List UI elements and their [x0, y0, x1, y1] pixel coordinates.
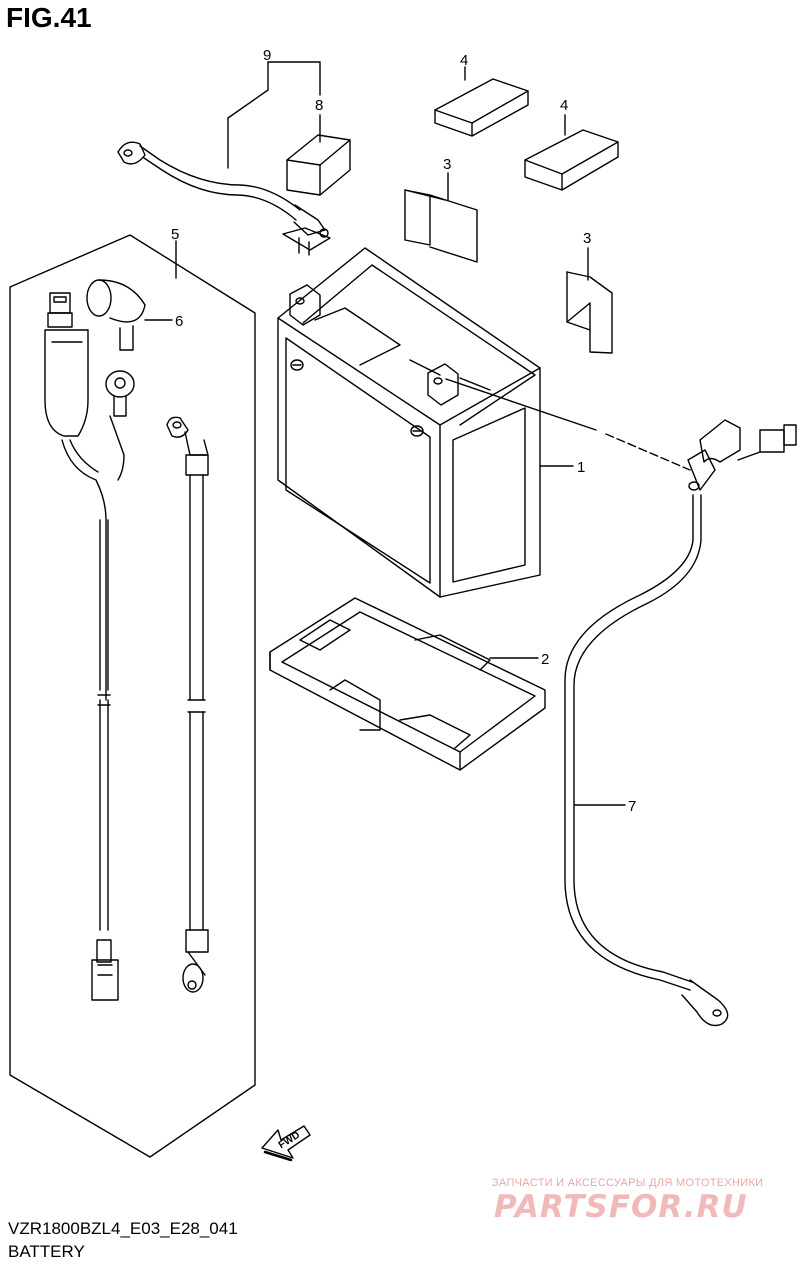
model-code: VZR1800BZL4_E03_E28_041	[8, 1219, 238, 1238]
callout-9: 7	[628, 798, 636, 815]
callout-5: 5	[171, 226, 179, 243]
part-1-battery	[277, 247, 541, 598]
watermark-tagline: ЗАПЧАСТИ И АКСЕССУАРЫ ДЛЯ МОТОТЕХНИКИ	[492, 1177, 764, 1189]
part-4-cushion-pad-b	[524, 129, 619, 191]
fwd-arrow	[261, 1125, 311, 1162]
part-3-spacer-a	[404, 189, 478, 263]
callout-4a: 4	[460, 52, 468, 69]
part-5-ground-cable	[166, 416, 209, 993]
callout-1: 1	[577, 459, 585, 476]
part-4-cushion-pad-a	[434, 78, 529, 137]
callout-4b: 4	[560, 97, 568, 114]
figure-title: FIG.41	[6, 2, 92, 33]
callout-7: 9	[263, 47, 271, 64]
callout-3a: 3	[443, 156, 451, 173]
callout-3b: 3	[583, 230, 591, 247]
harness-kit-frame	[9, 234, 256, 1158]
diagram-name: BATTERY	[8, 1242, 85, 1261]
callout-leaders	[144, 61, 626, 806]
callout-6: 6	[175, 313, 183, 330]
part-7-battery-cable	[117, 141, 331, 256]
part-2-battery-tray	[269, 597, 546, 771]
leader-terminal-to-cable	[445, 378, 597, 431]
part-6-terminal-cap	[86, 279, 146, 351]
callout-8: 8	[315, 97, 323, 114]
part-8-terminal-cover	[286, 134, 351, 196]
leader-dashed-to-cable	[605, 433, 691, 471]
callout-2: 2	[541, 651, 549, 668]
part-5-lead-cable	[44, 292, 135, 1001]
part-3-spacer-b	[566, 271, 613, 354]
watermark-logo: PARTSFOR.RU	[494, 1189, 748, 1225]
part-9-battery-cable	[564, 419, 797, 1027]
